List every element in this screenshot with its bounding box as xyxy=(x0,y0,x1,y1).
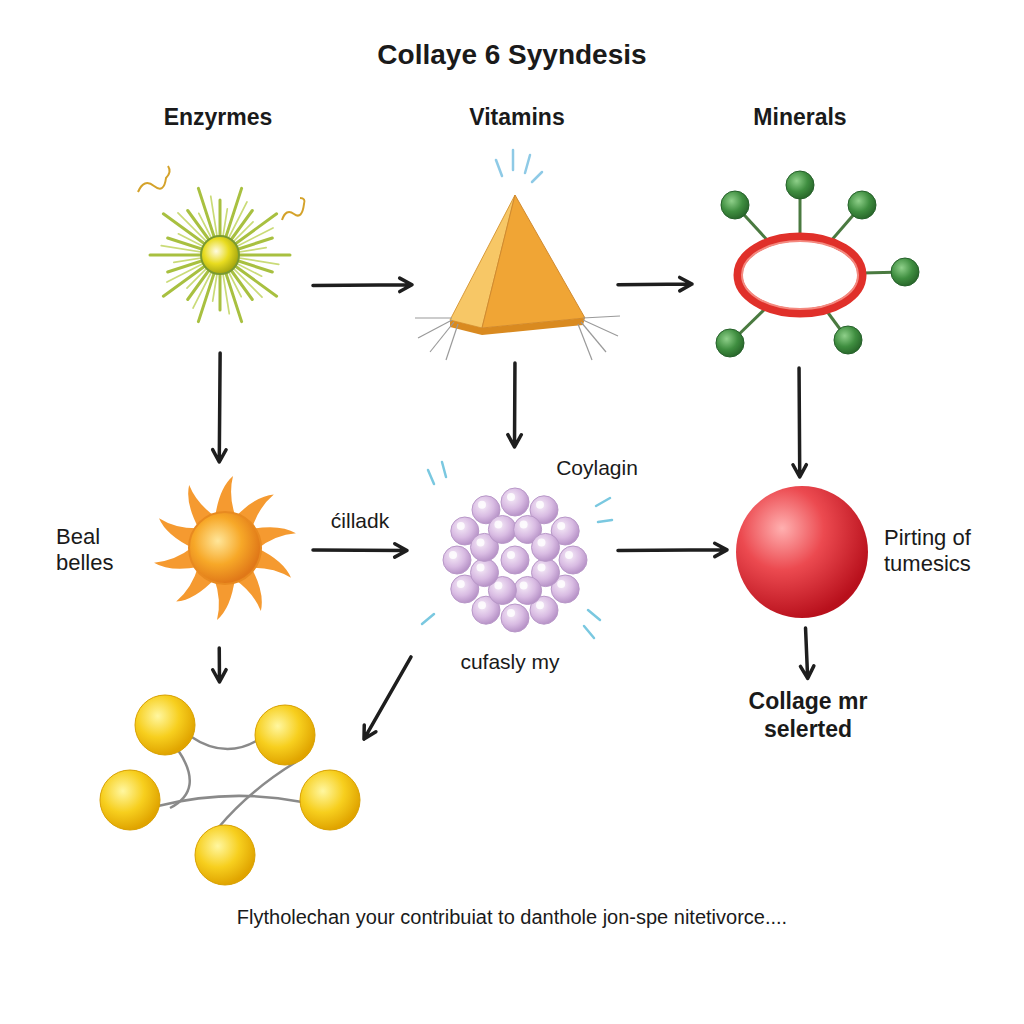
arrow-connector xyxy=(618,277,692,290)
red-sphere xyxy=(736,486,868,618)
sun-illustration xyxy=(153,476,297,620)
node-label: cufasly my xyxy=(460,649,559,674)
node-label: Minerals xyxy=(753,104,846,132)
balls-node xyxy=(95,690,360,890)
arrow-connector xyxy=(793,368,806,477)
squiggle xyxy=(282,198,305,220)
minerals-node: Minerals xyxy=(700,170,920,360)
arrow-connector xyxy=(800,628,813,678)
arrow-line xyxy=(364,657,411,739)
node-label: Beal belles xyxy=(56,524,131,577)
linked-balls xyxy=(100,695,360,885)
squiggle xyxy=(138,166,170,192)
arrow-line xyxy=(508,363,521,447)
arrow-connector xyxy=(618,543,727,556)
arrow-line xyxy=(618,277,692,290)
arrow-line xyxy=(618,543,727,556)
cluster-node: Coylagincufasly my xyxy=(415,455,610,650)
sparkle-lines xyxy=(422,462,612,638)
node-label: Pirting of tumesics xyxy=(884,525,994,578)
arrow-connector xyxy=(213,648,226,682)
arrow-line xyxy=(800,628,813,678)
arrow-line xyxy=(793,368,806,477)
node-label: Vitamins xyxy=(469,104,564,132)
node-label: Enzyrmes xyxy=(164,104,273,132)
arrow-line xyxy=(313,278,412,291)
arrow-connector xyxy=(213,353,226,462)
diagram-caption: Flytholechan your contribuiat to danthol… xyxy=(237,905,787,929)
enzymes-node: Enzyrmes xyxy=(145,175,305,345)
collagen-cluster xyxy=(443,488,587,632)
sphere-node: Pirting of tumesics xyxy=(735,485,870,620)
arrow-connector xyxy=(313,278,412,291)
diagram-title: Collaye 6 Syyndesis xyxy=(377,38,646,72)
node-label: Coylagin xyxy=(556,455,638,480)
vitamin-pyramid xyxy=(415,150,620,360)
arrow-connector xyxy=(364,657,411,739)
enzyme-illustration xyxy=(150,188,290,321)
arrow-connector xyxy=(508,363,521,447)
edge-label: ćilladk xyxy=(328,508,392,533)
arrow-connector xyxy=(313,544,407,557)
node-label: Collage mr selerted xyxy=(733,688,883,743)
arrow-line xyxy=(213,353,226,462)
result-node: Collage mr selerted xyxy=(731,686,885,745)
sun-node: Beal belles xyxy=(140,470,305,640)
mineral-molecule xyxy=(716,171,919,357)
arrow-line xyxy=(313,544,407,557)
arrow-line xyxy=(213,648,226,682)
vitamins-node: Vitamins xyxy=(420,170,610,355)
